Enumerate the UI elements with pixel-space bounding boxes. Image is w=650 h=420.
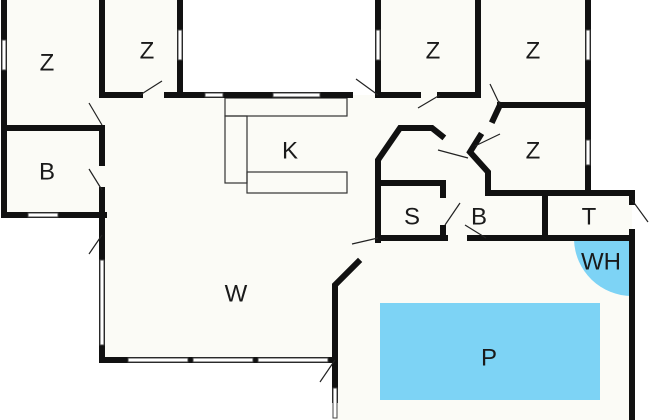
room-label-living: W — [225, 280, 248, 307]
door-swings — [88, 78, 649, 383]
room-label-bedroom: Z — [40, 49, 55, 76]
room-label-toilet: T — [582, 203, 597, 230]
pool — [380, 303, 600, 400]
room-label-wellness: WH — [581, 248, 621, 275]
room-label-bedroom: Z — [526, 137, 541, 164]
room-label-bedroom: Z — [426, 37, 441, 64]
room-label-bathroom: B — [471, 203, 487, 230]
room-label-pool: P — [481, 344, 497, 371]
room-label-bedroom: Z — [526, 37, 541, 64]
room-label-bedroom: Z — [140, 37, 155, 64]
windows — [1, 29, 591, 419]
wellness-area — [574, 240, 632, 296]
room-label-kitchen: K — [282, 137, 298, 164]
room-label-bathroom: B — [39, 158, 55, 185]
room-label-storage: S — [404, 203, 420, 230]
